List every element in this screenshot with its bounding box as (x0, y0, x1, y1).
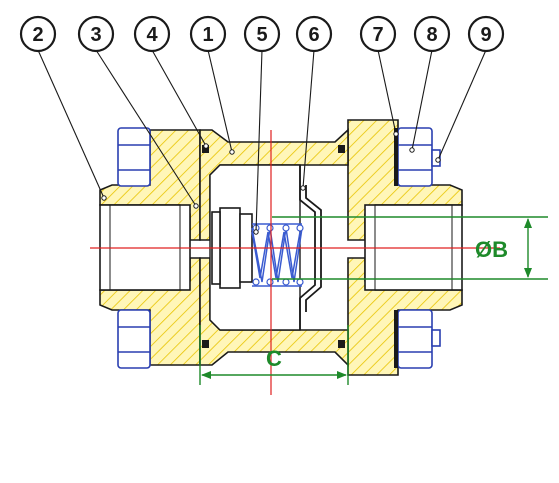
callout-label: 3 (90, 24, 101, 46)
nut-bottom-right (397, 309, 441, 369)
callout-bubble: 7 (359, 15, 397, 53)
dimension-length-label: C (266, 346, 282, 371)
callout-label: 2 (32, 24, 43, 46)
nut-top-right (397, 127, 441, 187)
bolt-bottom-left (117, 309, 151, 369)
spring (251, 223, 303, 287)
dimension-bore (272, 216, 548, 280)
callout-bubble: 1 (189, 15, 227, 53)
callout-bubble: 5 (243, 15, 281, 53)
dimension-bore-label: ØB (475, 237, 508, 262)
washers (394, 128, 398, 368)
dimension-length (199, 325, 349, 385)
callout-label: 5 (256, 24, 267, 46)
callout-label: 6 (308, 24, 319, 46)
callout-bubble: 2 (19, 15, 57, 53)
callout-label: 4 (146, 24, 158, 46)
o-rings (202, 145, 345, 348)
callout-bubble: 9 (467, 15, 505, 53)
callout-bubble: 4 (133, 15, 171, 53)
central-body (199, 128, 349, 367)
leader-dots (101, 131, 441, 235)
callout-label: 9 (480, 24, 491, 46)
callout-label: 1 (202, 24, 213, 46)
callout-bubble: 6 (295, 15, 333, 53)
callout-bubble: 3 (77, 15, 115, 53)
callout-label: 7 (372, 24, 383, 46)
bolt-top-left (117, 127, 151, 187)
callout-bubble: 8 (413, 15, 451, 53)
leader-lines (37, 49, 487, 233)
callout-label: 8 (426, 24, 437, 46)
